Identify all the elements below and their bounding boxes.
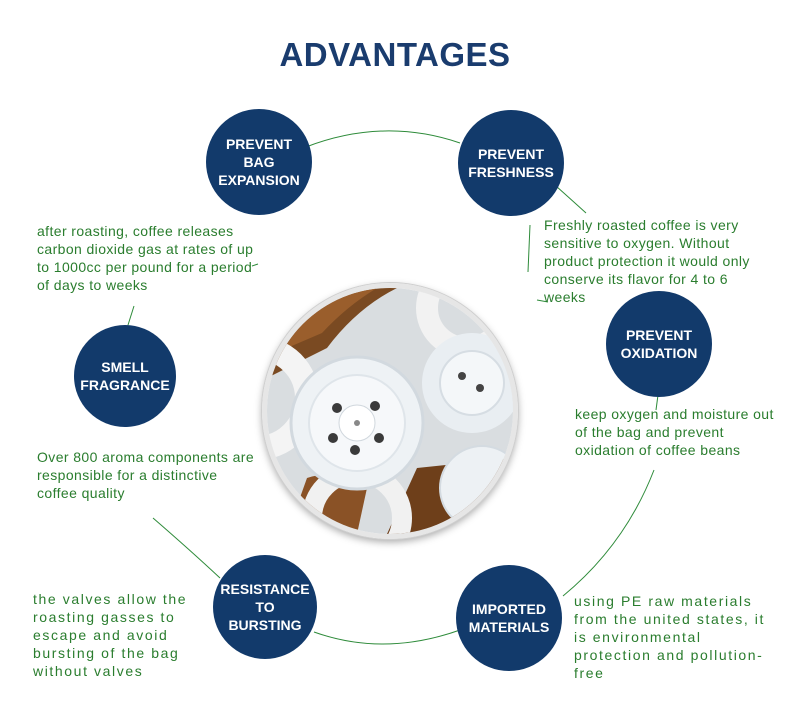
badge-prevent-oxidation: PREVENT OXIDATION <box>606 291 712 397</box>
description-resistance-to-bursting: the valves allow the roasting gasses to … <box>33 591 188 679</box>
badge-imported-materials: IMPORTED MATERIALS <box>456 565 562 671</box>
description-prevent-oxidation: keep oxygen and moisture out of the bag … <box>575 406 774 458</box>
badge-smell-fragrance: SMELL FRAGRANCE <box>74 325 176 427</box>
badge-resistance-to-bursting: RESISTANCE TO BURSTING <box>213 555 317 659</box>
page-title: ADVANTAGES <box>279 36 511 73</box>
description-imported-materials: using PE raw materials from the united s… <box>574 593 766 681</box>
description-prevent-bag-expansion: after roasting, coffee releases carbon d… <box>37 223 254 293</box>
description-prevent-freshness: Freshly roasted coffee is very sensitive… <box>544 217 750 305</box>
badge-prevent-freshness: PREVENT FRESHNESS <box>458 110 564 216</box>
badge-prevent-bag-expansion: PREVENT BAG EXPANSION <box>206 109 312 215</box>
description-smell-fragrance: Over 800 aroma components are responsibl… <box>37 449 255 501</box>
coffee-valve-photo <box>262 283 518 539</box>
